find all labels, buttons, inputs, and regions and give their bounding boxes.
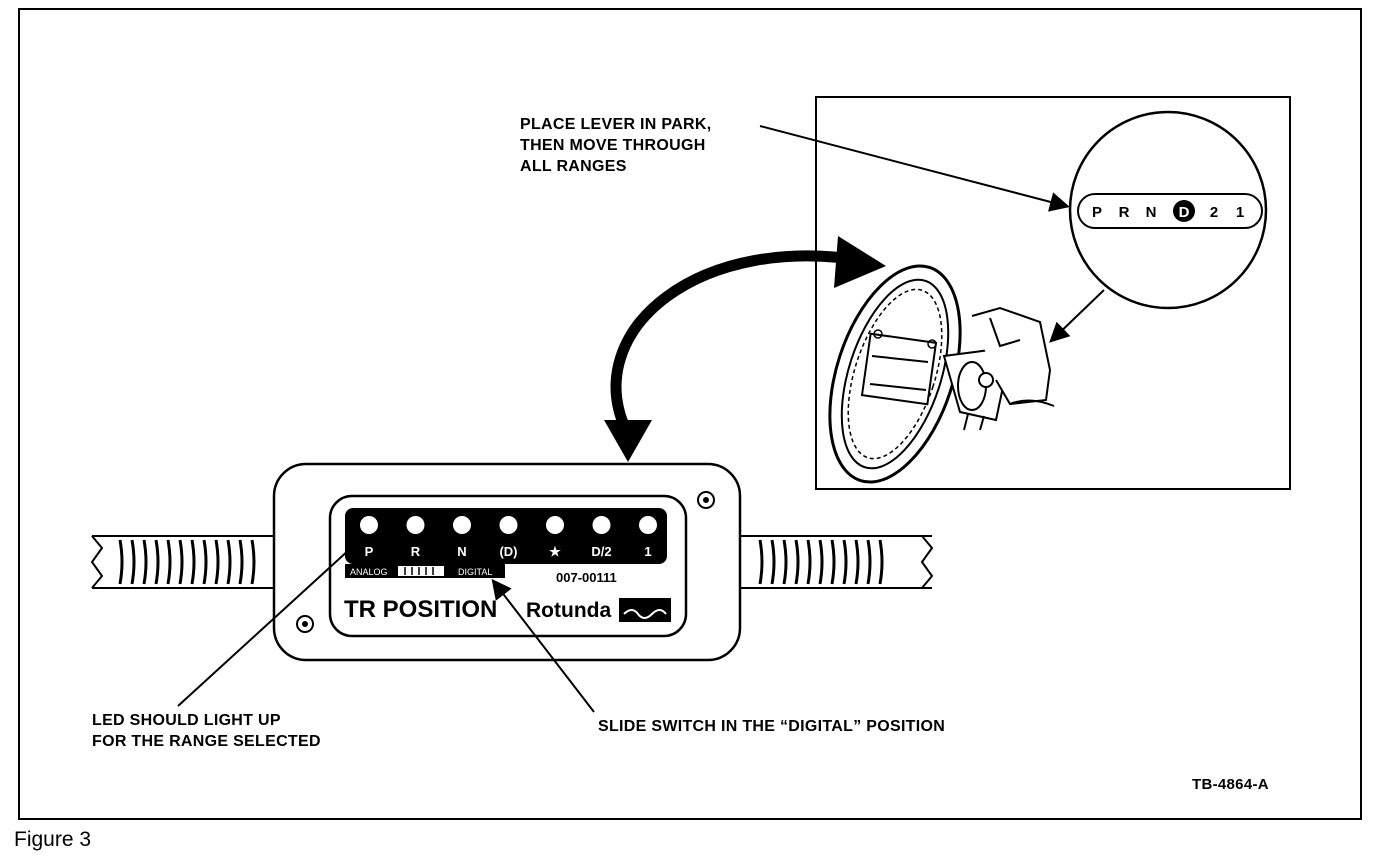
- curved-arrow: [610, 250, 872, 433]
- steering-wheel: [828, 264, 962, 484]
- led-indicator: [546, 516, 564, 534]
- column-assembly: [942, 306, 1055, 431]
- range-letter: R: [1119, 204, 1130, 221]
- range-letter: D: [1179, 204, 1190, 221]
- leader-to-led: [177, 537, 363, 707]
- range-letter: P: [1092, 204, 1102, 221]
- led-group: P R N (D) ★ D/2 1: [360, 516, 657, 559]
- callout-place-lever: PLACE LEVER IN PARK, THEN MOVE THROUGH A…: [520, 114, 712, 177]
- callout-slide-switch: SLIDE SWITCH IN THE “DIGITAL” POSITION: [598, 718, 946, 735]
- led-indicator: [453, 516, 471, 534]
- left-cable: [90, 535, 280, 589]
- led-label: N: [457, 544, 466, 559]
- led-strip: [345, 508, 667, 564]
- led-indicator: [592, 516, 611, 534]
- switch-label-analog: ANALOG: [350, 567, 388, 577]
- led-label: (D): [499, 544, 517, 559]
- range-letter: N: [1146, 204, 1157, 221]
- led-indicator: [499, 516, 518, 534]
- led-label: 1: [644, 544, 651, 559]
- range-letter: 1: [1236, 204, 1244, 221]
- figure-caption: Figure 3: [14, 828, 92, 851]
- right-cable: [738, 535, 934, 589]
- led-indicator: [406, 516, 425, 534]
- callout-line: ALL RANGES: [520, 158, 627, 175]
- reference-code: TB-4864-A: [1192, 776, 1269, 793]
- arrow-head-right-icon: [834, 236, 886, 288]
- range-letter: 2: [1210, 204, 1218, 221]
- switch-label-digital: DIGITAL: [458, 567, 492, 577]
- figure-frame: [18, 8, 1362, 820]
- led-label: P: [365, 544, 374, 559]
- callout-line: FOR THE RANGE SELECTED: [92, 733, 321, 750]
- leader-to-indicator: [759, 125, 1070, 212]
- callout-line: PLACE LEVER IN PARK,: [520, 116, 712, 133]
- vehicle-inset-box: [815, 96, 1291, 490]
- leader-to-column: [1049, 289, 1105, 343]
- callout-led-light: LED SHOULD LIGHT UP FOR THE RANGE SELECT…: [92, 710, 321, 752]
- part-number: 007-00111: [556, 570, 617, 585]
- led-label: D/2: [591, 544, 611, 559]
- slide-switch-knob: [398, 566, 444, 576]
- arrow-head-down-icon: [604, 420, 652, 462]
- leader-to-switch: [491, 578, 595, 713]
- led-indicator: [360, 516, 378, 534]
- callout-line: LED SHOULD LIGHT UP: [92, 712, 281, 729]
- brand-name: Rotunda: [526, 599, 611, 622]
- callout-line: THEN MOVE THROUGH: [520, 137, 706, 154]
- selected-range-marker: [1173, 200, 1195, 222]
- tester-title: TR POSITION: [344, 596, 497, 623]
- led-label: ★: [549, 544, 561, 559]
- led-indicator: [639, 516, 657, 534]
- led-label: R: [411, 544, 421, 559]
- shift-indicator: [1077, 193, 1263, 229]
